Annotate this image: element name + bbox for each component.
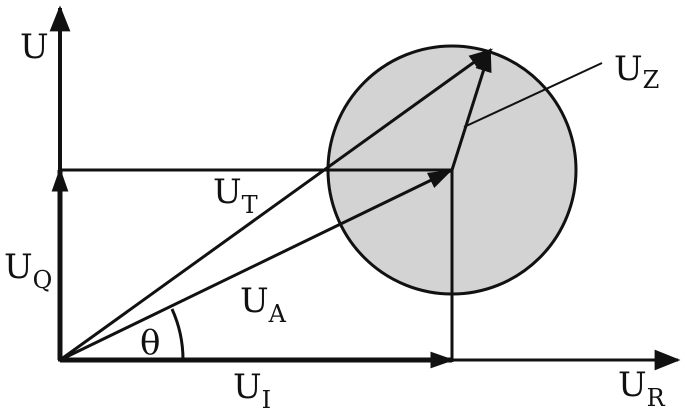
ui-label: UI [233, 367, 271, 414]
ut-vector [59, 48, 493, 362]
ur-label: UR [618, 365, 666, 412]
uz-label: UZ [614, 49, 659, 94]
theta-label: θ [140, 323, 160, 363]
ut-label: UT [213, 172, 258, 219]
uz-vector [450, 47, 492, 171]
uz-leader-line [463, 62, 603, 128]
theta-angle-arc [170, 308, 185, 361]
ua-label: UA [240, 281, 287, 328]
uq-label: UQ [4, 247, 52, 294]
u-axis-label: U [20, 27, 49, 67]
ua-vector [59, 169, 453, 362]
